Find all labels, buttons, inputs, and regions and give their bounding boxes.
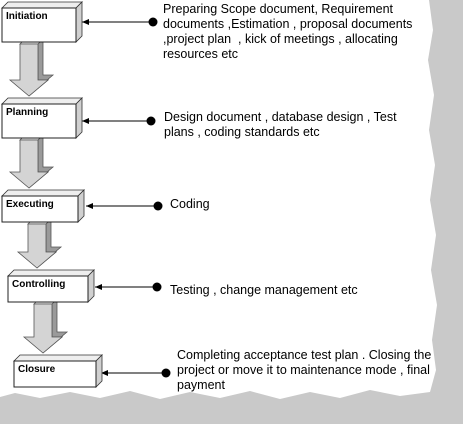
connector-executing — [86, 201, 163, 211]
stage-arrow-icon — [8, 134, 55, 189]
description-line: Preparing Scope document, Requirement — [163, 2, 393, 16]
stage-box-executing: Executing — [1, 189, 85, 223]
description-line: project or move it to maintenance mode ,… — [177, 363, 430, 377]
arrowhead-icon — [82, 118, 89, 124]
paper-sheet — [0, 0, 437, 399]
description-line: ,project plan , kick of meetings , alloc… — [163, 32, 398, 46]
arrowhead-icon — [101, 370, 108, 376]
stage-box-initiation: Initiation — [1, 1, 83, 43]
connector-controlling — [95, 282, 162, 292]
stage-label: Controlling — [12, 279, 65, 290]
stage-box-planning: Planning — [1, 97, 83, 139]
connector-closure — [101, 368, 171, 378]
stage-description-closure: Completing acceptance test plan . Closin… — [177, 348, 431, 393]
connector-initiation — [82, 17, 158, 27]
stage-description-controlling: Testing , change management etc — [170, 283, 358, 298]
description-line: Design document , database design , Test — [164, 110, 397, 124]
filled-dot-icon — [148, 17, 158, 27]
stage-label: Initiation — [6, 11, 48, 22]
connector-planning — [82, 116, 156, 126]
filled-dot-icon — [152, 282, 162, 292]
description-line: payment — [177, 378, 225, 392]
description-line: resources etc — [163, 47, 239, 61]
arrowhead-icon — [82, 19, 89, 25]
arrowhead-icon — [86, 203, 93, 209]
filled-dot-icon — [161, 368, 171, 378]
description-line: Testing , change management etc — [170, 283, 358, 297]
stage-label: Planning — [6, 107, 48, 118]
stage-description-executing: Coding — [170, 197, 210, 212]
description-line: documents ,Estimation , proposal documen… — [163, 17, 413, 31]
filled-dot-icon — [146, 116, 156, 126]
stage-box-closure: Closure — [13, 354, 103, 388]
filled-dot-icon — [153, 201, 163, 211]
stage-description-planning: Design document , database design , Test… — [164, 110, 397, 140]
stage-box-controlling: Controlling — [7, 269, 95, 303]
stage-label: Closure — [18, 364, 56, 375]
arrowhead-icon — [95, 284, 102, 290]
description-line: Coding — [170, 197, 210, 211]
description-line: plans , coding standards etc — [164, 125, 320, 139]
description-line: Completing acceptance test plan . Closin… — [177, 348, 432, 362]
stage-label: Executing — [6, 199, 54, 210]
